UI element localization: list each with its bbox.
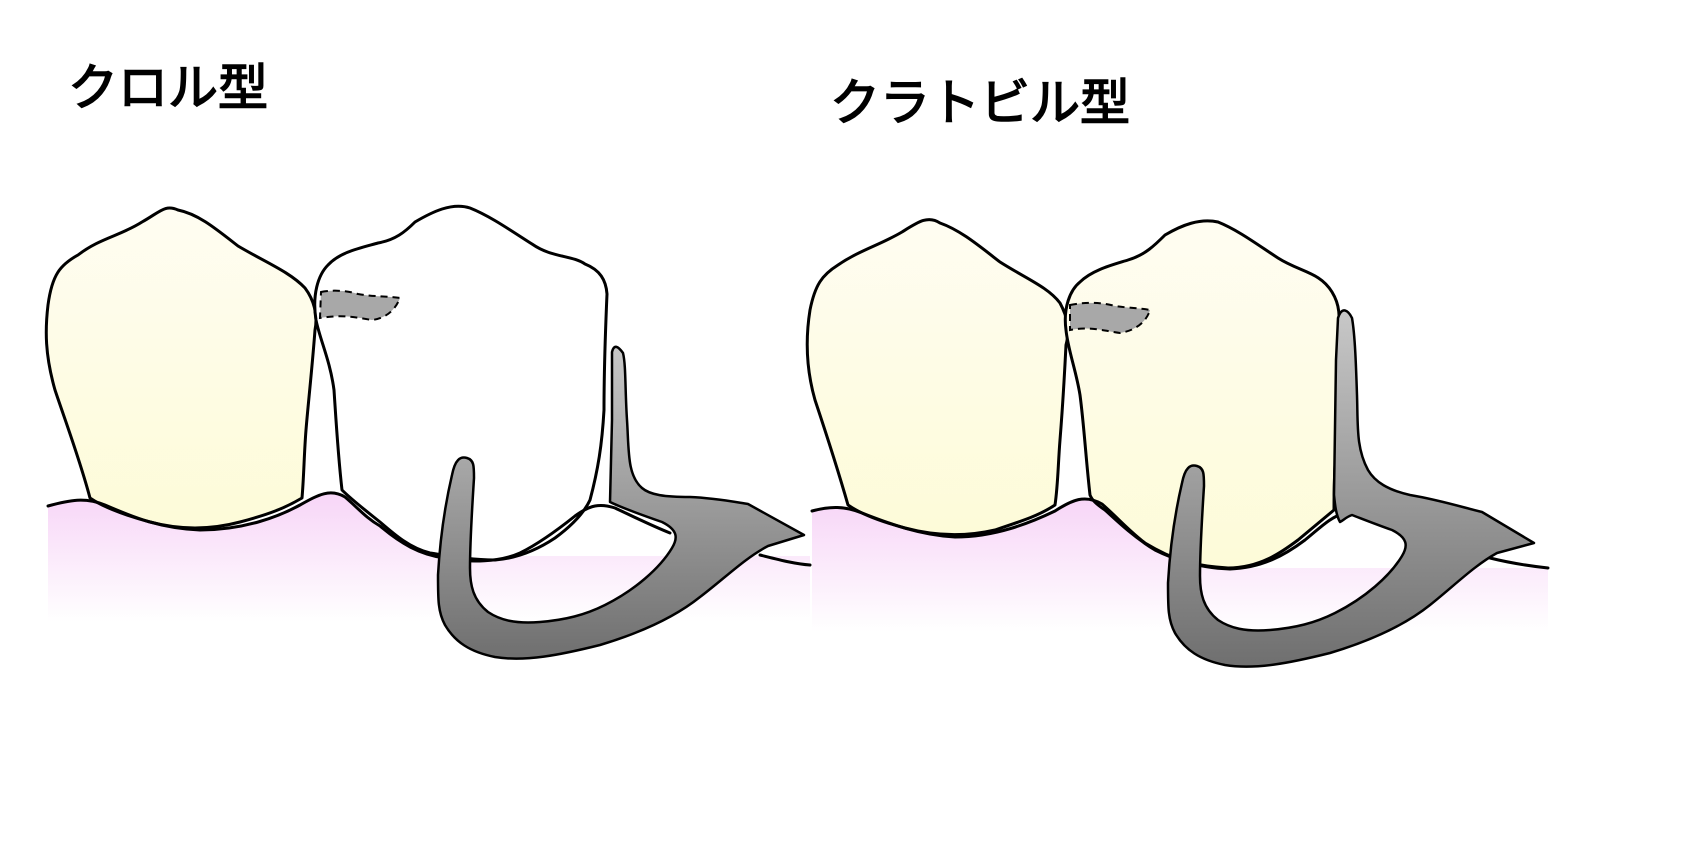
gingival-line-distal [758, 553, 812, 567]
panel-title: クロル型 [68, 59, 268, 117]
clasp-arm-icon[interactable] [436, 345, 806, 660]
panel-title: クラトビル型 [830, 74, 1130, 132]
panel-right: クラトビル型 [805, 74, 1550, 668]
panel-left: クロル型 [44, 59, 812, 660]
gingival-line-distal [1488, 556, 1550, 570]
molar-tooth-icon [44, 206, 318, 530]
occlusal-rest-icon [1069, 301, 1152, 335]
gingival-line [46, 491, 672, 563]
gingiva-band-icon [48, 492, 810, 622]
occlusal-rest-icon [318, 289, 402, 322]
molar-tooth-icon [805, 218, 1070, 537]
i-bar-clasp-icon[interactable] [1166, 309, 1536, 668]
